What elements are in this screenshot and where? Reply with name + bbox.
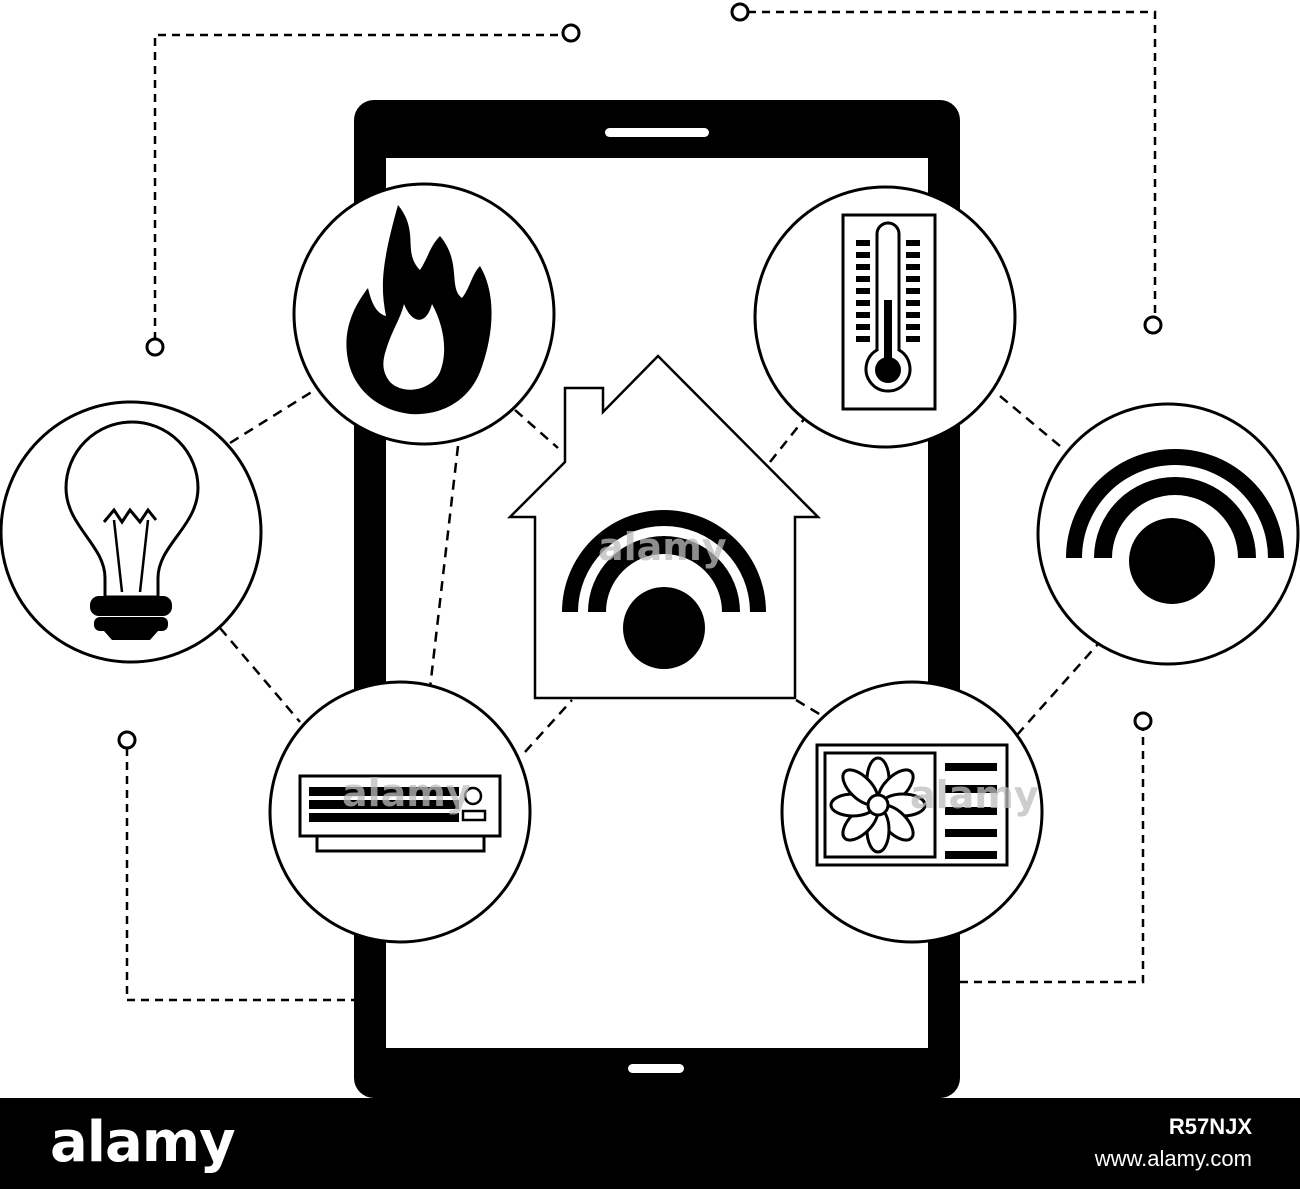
fan-icon (829, 756, 927, 854)
hvac-unit-icon (815, 743, 1009, 867)
smart-home-wifi-icon (506, 354, 822, 700)
wifi-signal-icon (1066, 449, 1284, 604)
smart-home-illustration: alamy alamy alamy (0, 2, 1300, 1098)
svg-text:alamy: alamy (910, 773, 1039, 817)
fire-icon (346, 205, 492, 415)
watermark-overlay: alamy alamy alamy (342, 525, 1039, 817)
site-url: www.alamy.com (1094, 1146, 1252, 1171)
svg-text:alamy: alamy (342, 771, 471, 815)
watermark-footer: alamy R57NJX www.alamy.com (0, 1098, 1300, 1189)
thermometer-icon (841, 213, 937, 411)
light-bulb-icon (64, 420, 200, 640)
alamy-logo: alamy (50, 1110, 236, 1175)
phone-home-button (628, 1064, 684, 1073)
network-links (219, 386, 1099, 753)
image-code: R57NJX (1168, 1114, 1252, 1139)
phone-speaker-slot (605, 128, 709, 137)
svg-text:alamy: alamy (598, 525, 727, 569)
air-conditioner-icon (298, 774, 502, 853)
